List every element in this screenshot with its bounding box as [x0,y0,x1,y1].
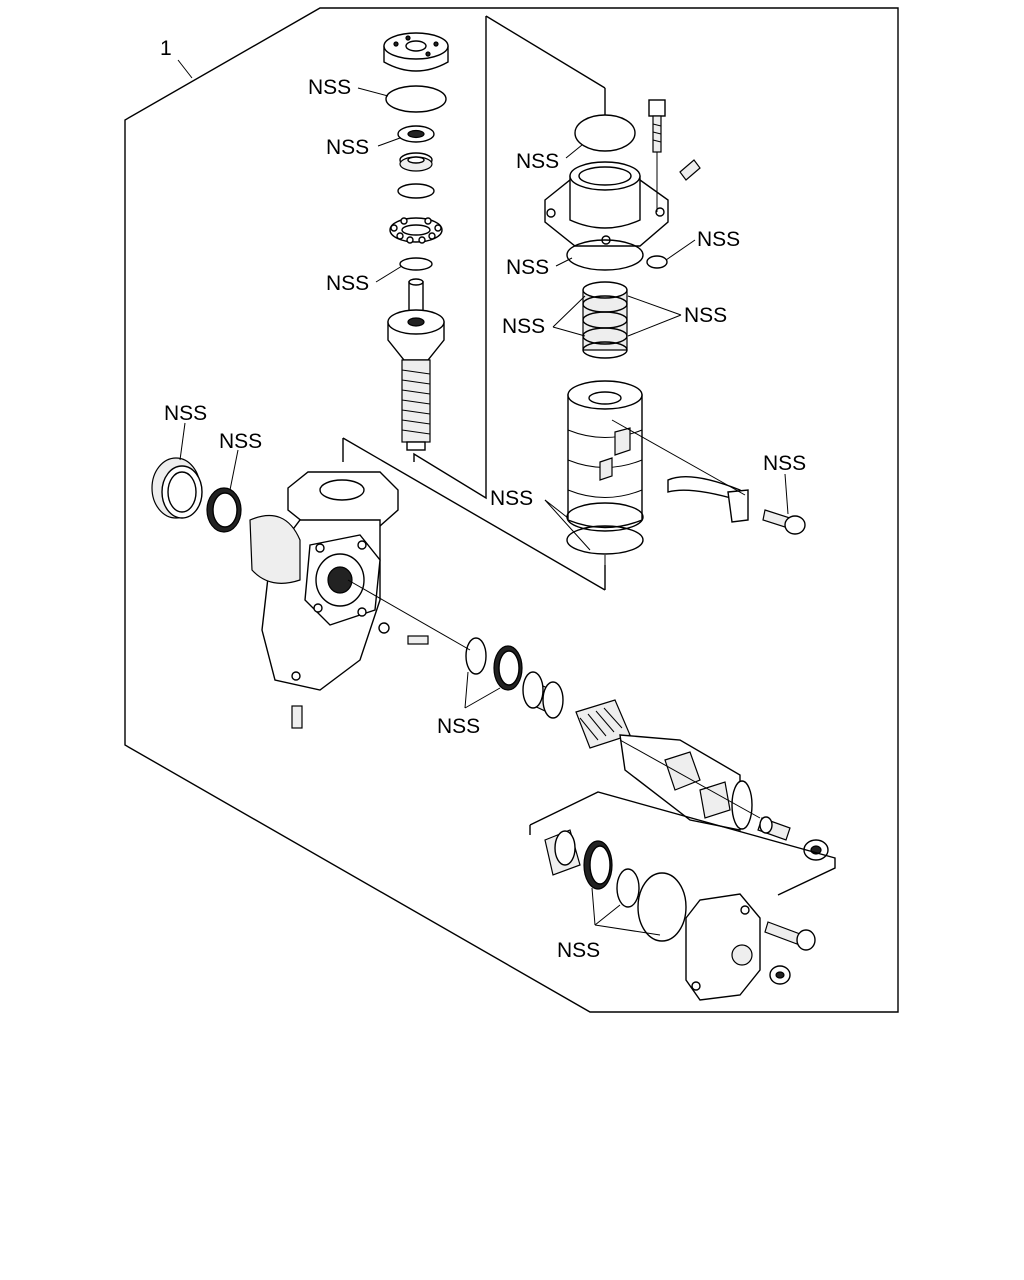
nss-callout-small-right-ring: NSS [697,228,740,251]
lock-nut-cover [769,965,791,985]
cover-bolt [764,921,816,951]
nss-callout-sleeve: NSS [164,402,207,425]
nss-callout-seal-stack-right: NSS [684,304,727,327]
item-number-label: 1 [160,37,172,60]
o-ring-valve-flange [566,239,644,271]
set-screw [679,159,701,181]
oil-seal-left [206,487,242,533]
oil-seal-top [397,125,435,143]
nss-callout-cover-seals: NSS [557,939,600,962]
input-shaft [387,278,445,451]
o-ring-small [399,257,433,271]
nss-callout-seal-stack-left: NSS [502,315,545,338]
oil-seal-sector [493,645,523,691]
side-cover [685,893,761,1001]
stud-bolt-small [407,635,429,645]
callout-leaders [179,87,789,936]
rotor-valve [567,380,643,529]
nss-callout-valve-flange-ring: NSS [506,256,549,279]
sector-shaft [575,699,753,831]
bracket-clip [727,489,749,523]
seal-ring-stack [582,281,628,359]
nss-callout-top-seal: NSS [326,136,369,159]
valve-group-boundary [485,15,606,89]
seal-ring-bottom-b [566,525,644,555]
nss-callout-flange-bolt: NSS [763,452,806,475]
needle-bearing-cover [544,829,581,876]
bolt-vertical [648,99,666,212]
o-ring-valve-top [574,114,636,152]
needle-bearing-sector [522,671,564,719]
o-ring-top [385,85,447,113]
spacer-ring [397,183,435,199]
nss-callout-top-o-ring: NSS [308,76,351,99]
sector-shaft-sleeve [151,457,203,519]
nss-callout-sector-seals: NSS [437,715,480,738]
gear-housing [249,471,399,691]
bearing-race [399,152,433,172]
oil-seal-cover [583,840,613,890]
side-cover-group-boundary [529,791,836,896]
flange-bolt [762,509,806,535]
plug-screw [291,705,303,729]
nss-callout-left-oil-seal: NSS [219,430,262,453]
item-leader [177,59,193,79]
valve-housing [544,161,669,247]
nss-callout-rotor-rings: NSS [490,487,533,510]
o-ring-small-right [646,255,668,269]
snap-ring-sector [465,637,487,675]
snap-ring-cover [616,868,640,908]
nss-callout-valve-o-ring: NSS [516,150,559,173]
adjust-screw [757,816,791,841]
nss-callout-small-o-ring: NSS [326,272,369,295]
top-cover [383,32,449,72]
assembly-boundary [124,7,899,1013]
ball-bearing [389,217,443,244]
o-ring-cover [637,872,687,942]
